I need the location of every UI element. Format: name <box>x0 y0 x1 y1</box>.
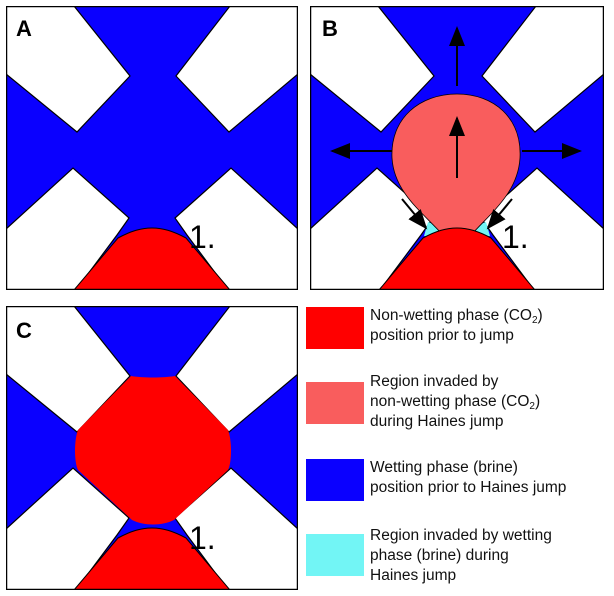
panel-label: B <box>322 16 338 41</box>
legend-text: Non-wetting phase (CO2) position prior t… <box>370 306 543 346</box>
panel-a-diagram <box>6 6 298 290</box>
legend-line: Haines jump <box>370 567 457 584</box>
grain-top-right <box>481 6 604 133</box>
legend-swatch <box>306 382 364 424</box>
nonwetting-prior <box>73 527 231 590</box>
legend-line: non-wetting phase (CO <box>370 393 530 410</box>
legend-line: Region invaded by wetting <box>370 527 552 544</box>
grain-bottom-right <box>174 467 298 590</box>
legend-swatch <box>306 459 364 501</box>
legend-line: phase (brine) during <box>370 547 509 564</box>
arrow-diag-right <box>486 198 513 230</box>
panel-b: B 1. <box>310 6 604 290</box>
legend-line: during Haines jump <box>370 413 504 430</box>
panel-c-diagram <box>6 306 298 590</box>
legend-subscript: 2 <box>531 315 538 326</box>
grain-top-right <box>175 306 298 433</box>
nonwetting-prior <box>73 227 231 290</box>
legend-swatch <box>306 307 364 349</box>
grain-top-left <box>310 6 435 133</box>
panel-c: C 1. <box>6 306 298 590</box>
grain-top-left <box>6 6 131 133</box>
nonwetting-prior <box>378 227 536 290</box>
pore-label: 1. <box>189 219 216 255</box>
legend-line: Non-wetting phase (CO <box>370 307 532 324</box>
legend-text: Region invaded by wetting phase (brine) … <box>370 526 552 586</box>
panel-b-diagram <box>310 6 604 290</box>
legend-subscript: 2 <box>529 401 535 412</box>
panel-border <box>310 6 604 290</box>
legend-line: Region invaded by <box>370 373 499 390</box>
panel-border <box>6 6 298 290</box>
legend-swatch <box>306 534 364 576</box>
legend-line: position prior to jump <box>370 327 514 344</box>
grain-bottom-right <box>174 167 298 290</box>
legend-line-end: ) <box>534 393 541 410</box>
grain-top-right <box>175 6 298 133</box>
grain-bottom-left <box>6 467 130 590</box>
grain-top-left <box>6 306 131 433</box>
pore-label: 1. <box>189 520 216 556</box>
legend-text: Wetting phase (brine) position prior to … <box>370 458 566 498</box>
nonwetting-invaded-filled <box>75 376 231 525</box>
grain-bottom-right <box>480 167 604 290</box>
panel-border <box>6 306 298 590</box>
pore-label: 1. <box>502 219 529 255</box>
arrow-diag-left <box>401 198 428 230</box>
legend-text: Region invaded by non-wetting phase (CO2… <box>370 372 540 432</box>
panel-label: A <box>16 16 32 41</box>
legend-line: position prior to Haines jump <box>370 479 567 496</box>
legend-line-end: ) <box>537 307 543 324</box>
panel-label: C <box>16 318 32 343</box>
legend-line: Wetting phase (brine) <box>370 459 518 476</box>
grain-bottom-left <box>310 167 434 290</box>
grain-bottom-left <box>6 167 130 290</box>
panel-a: A 1. <box>6 6 298 290</box>
